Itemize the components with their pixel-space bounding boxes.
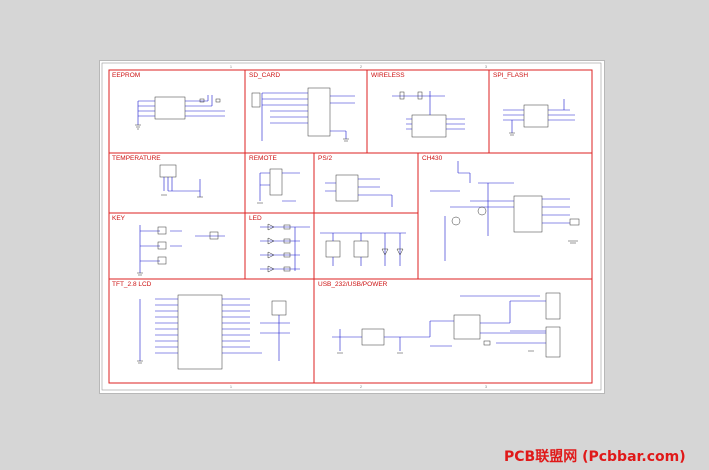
temperature-circuit	[159, 164, 203, 198]
watermark-text: PCB联盟网 (Pcbbar.com)	[504, 449, 686, 465]
usb-power-circuit	[332, 292, 561, 358]
svg-text:3: 3	[485, 65, 487, 69]
block-title-tft-lcd: TFT_2.8 LCD	[112, 281, 152, 288]
svg-text:2: 2	[360, 65, 362, 69]
block-title-ch430: CH430	[422, 155, 443, 162]
block-title-sd-card: SD_CARD	[249, 72, 280, 79]
key-matrix-circuit	[320, 232, 406, 266]
block-title-usb-power: USB_232/USB/POWER	[318, 281, 388, 288]
svg-text:3: 3	[485, 385, 487, 389]
svg-text:1: 1	[230, 385, 232, 389]
remote-circuit	[257, 168, 300, 204]
block-title-remote: REMOTE	[249, 155, 277, 162]
ps2-circuit	[325, 174, 393, 207]
key-circuit	[137, 225, 225, 276]
svg-text:2: 2	[360, 385, 362, 389]
eeprom-circuit	[135, 95, 225, 130]
led-circuit	[260, 223, 310, 273]
schematic-sheet: 1 2 3 1 2 3 EEPROM SD_CARD WIRELESS SPI_FLAS…	[99, 60, 605, 394]
sd-card-circuit	[251, 87, 355, 142]
ch430-circuit	[430, 161, 580, 261]
block-title-spi-flash: SPI_FLASH	[493, 72, 528, 79]
block-title-temperature: TEMPERATURE	[112, 155, 161, 162]
wireless-circuit	[392, 91, 465, 138]
block-title-key: KEY	[112, 215, 126, 222]
schematic-drawing: 1 2 3 1 2 3 EEPROM SD_CARD WIRELESS SPI_FLAS…	[101, 62, 602, 391]
block-title-ps2: PS/2	[318, 155, 332, 162]
svg-text:1: 1	[230, 65, 232, 69]
block-title-eeprom: EEPROM	[112, 72, 140, 79]
block-title-wireless: WIRELESS	[371, 72, 405, 79]
spi-flash-circuit	[503, 99, 575, 136]
tft-lcd-circuit	[137, 294, 290, 370]
block-title-led: LED	[249, 215, 262, 222]
